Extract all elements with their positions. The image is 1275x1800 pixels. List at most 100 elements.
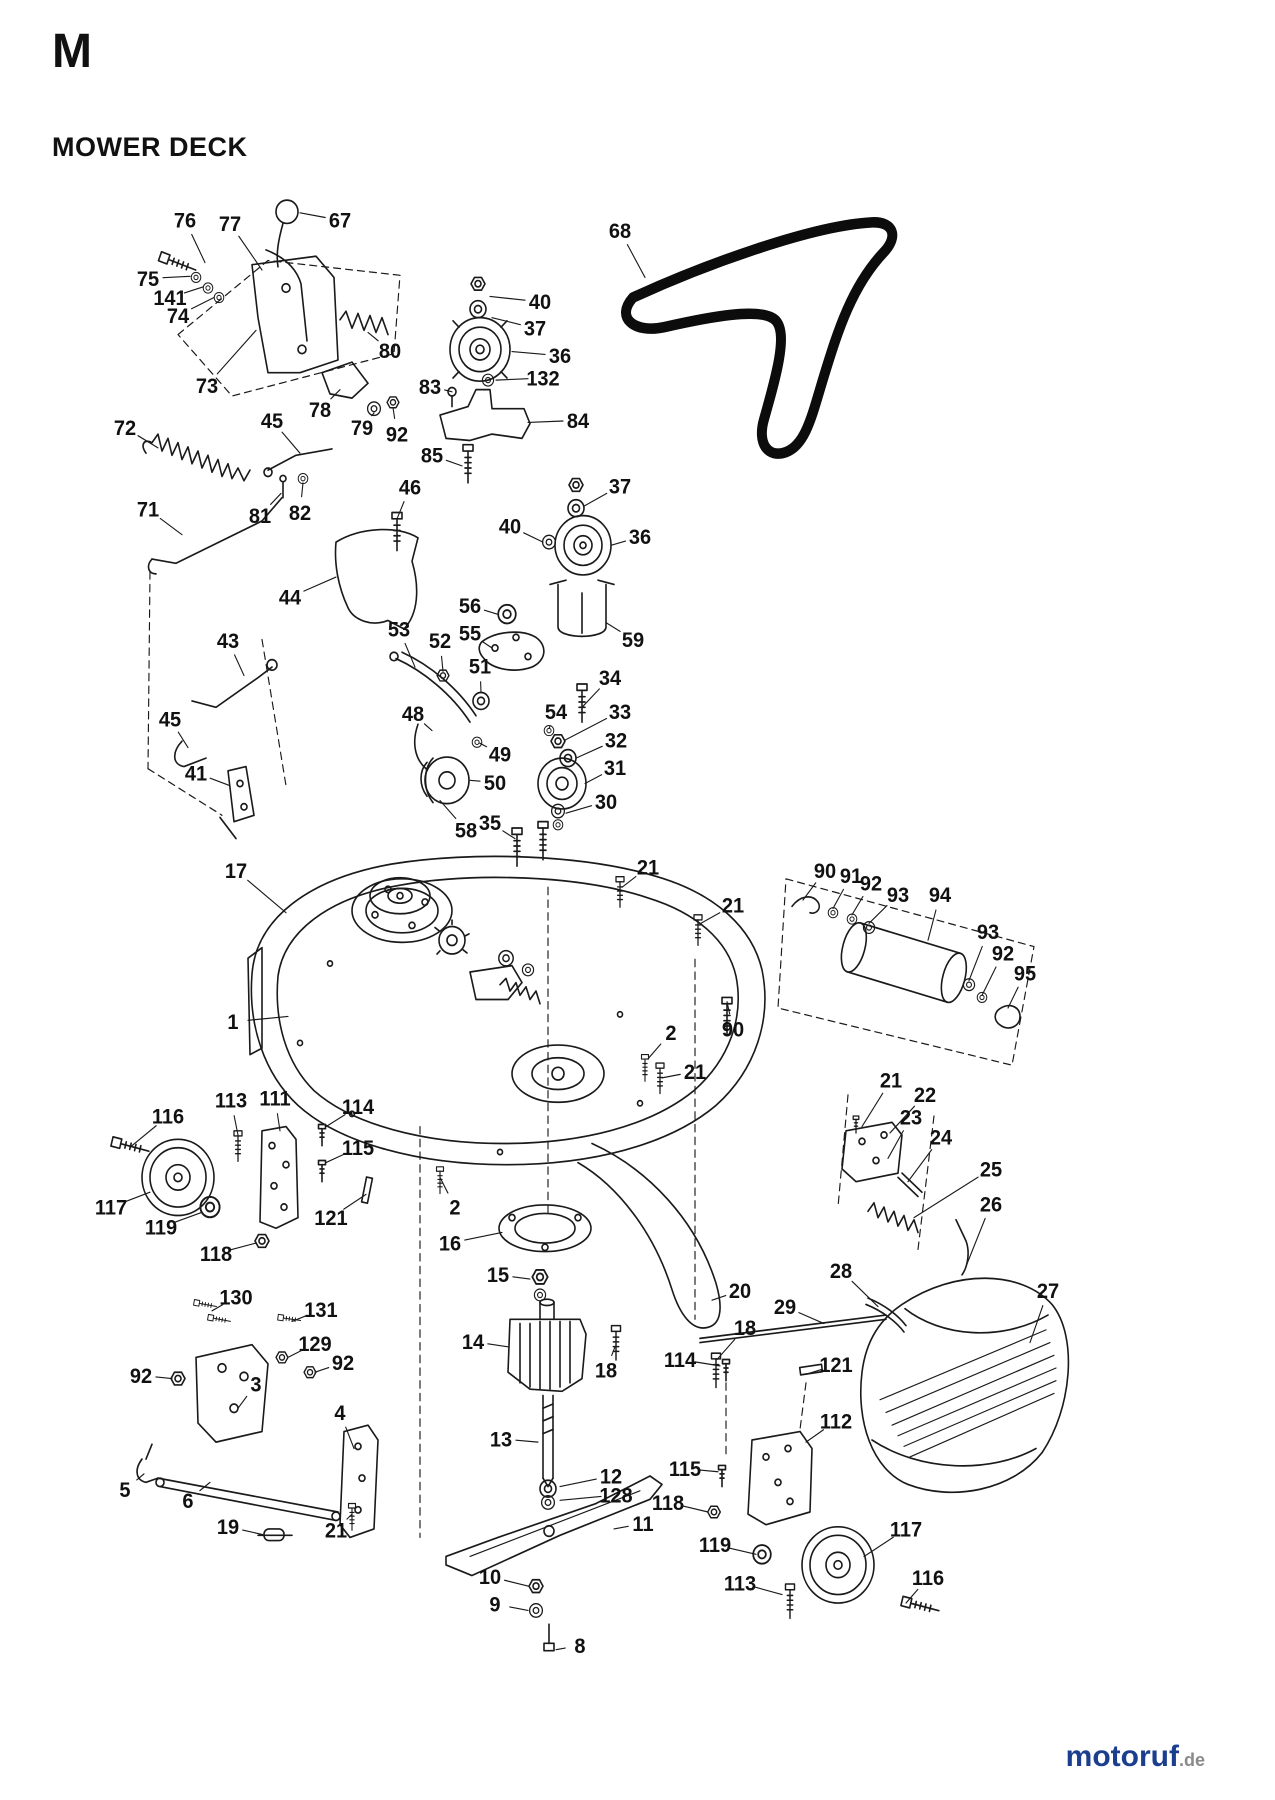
part-label-128: 128 <box>599 1484 632 1508</box>
leader-line-56 <box>483 609 498 615</box>
part-label-40: 40 <box>499 515 521 539</box>
discharge-deflector <box>860 1277 1070 1494</box>
leader-line-111 <box>276 1113 281 1132</box>
leader-line-31 <box>584 774 603 785</box>
watermark-brand: motoruf <box>1065 1740 1179 1773</box>
part-label-93: 93 <box>977 921 999 945</box>
part-label-17: 17 <box>225 859 247 883</box>
watermark: motoruf.de <box>1066 1740 1205 1774</box>
leader-line-130 <box>211 1304 224 1312</box>
leader-line-93 <box>868 904 888 924</box>
part-label-26: 26 <box>980 1193 1002 1217</box>
part-label-59: 59 <box>622 628 644 652</box>
idler-pulley-mid <box>541 477 615 638</box>
leader-line-121 <box>805 1368 823 1375</box>
part-label-9: 9 <box>489 1593 500 1617</box>
leader-line-22 <box>889 1105 916 1134</box>
leader-line-118 <box>682 1505 709 1513</box>
leader-line-117 <box>124 1191 151 1203</box>
part-label-21: 21 <box>637 856 659 880</box>
part-label-130: 130 <box>219 1286 252 1310</box>
part-label-8: 8 <box>574 1634 585 1658</box>
leader-line-118 <box>230 1242 257 1251</box>
clutch-lever-assembly <box>157 199 401 417</box>
leader-line-73 <box>216 329 257 375</box>
leader-line-44 <box>303 576 337 592</box>
leader-line-93 <box>968 945 983 982</box>
part-label-18: 18 <box>595 1359 617 1383</box>
part-label-84: 84 <box>567 409 590 433</box>
part-label-58: 58 <box>455 819 477 843</box>
leader-line-58 <box>439 799 457 820</box>
leader-line-85 <box>445 459 463 467</box>
part-label-2: 2 <box>665 1021 676 1045</box>
leader-line-14 <box>487 1343 509 1348</box>
leader-line-116 <box>905 1588 919 1604</box>
leader-line-36 <box>610 540 627 546</box>
part-label-75: 75 <box>137 267 159 291</box>
section-letter: M <box>52 25 92 78</box>
part-label-53: 53 <box>388 618 410 642</box>
leader-line-21 <box>621 875 637 888</box>
part-label-49: 49 <box>489 743 511 767</box>
part-label-116: 116 <box>912 1567 944 1591</box>
part-label-79: 79 <box>351 417 373 441</box>
baffle-44 <box>334 511 419 630</box>
part-label-121: 121 <box>819 1354 852 1378</box>
part-label-48: 48 <box>402 703 424 727</box>
part-label-10: 10 <box>479 1565 501 1589</box>
leader-line-21 <box>861 1092 884 1128</box>
part-label-50: 50 <box>484 771 506 795</box>
leader-line-79 <box>371 412 375 417</box>
part-label-119: 119 <box>145 1216 177 1240</box>
leader-line-24 <box>907 1149 933 1183</box>
idler-pulley-top <box>439 276 531 484</box>
part-label-67: 67 <box>329 209 351 233</box>
leader-line-92 <box>981 966 997 996</box>
part-label-73: 73 <box>196 374 218 398</box>
part-label-12: 12 <box>600 1465 622 1489</box>
leader-line-113 <box>233 1115 239 1136</box>
part-label-36: 36 <box>629 526 651 550</box>
leader-line-48 <box>423 723 433 732</box>
part-label-45: 45 <box>261 409 283 433</box>
leader-line-3 <box>237 1395 248 1409</box>
leader-line-8 <box>555 1647 566 1651</box>
leader-line-92 <box>314 1366 330 1373</box>
leader-line-10 <box>504 1579 529 1587</box>
leader-line-29 <box>798 1312 825 1325</box>
belt-68 <box>621 217 898 459</box>
hanger-bracket-left <box>136 1299 379 1542</box>
leader-line-1 <box>247 1015 289 1021</box>
roller-assembly <box>777 878 1035 1066</box>
part-label-29: 29 <box>774 1295 796 1319</box>
part-label-92: 92 <box>860 872 882 896</box>
part-label-27: 27 <box>1037 1280 1059 1304</box>
leader-line-52 <box>440 655 444 672</box>
leader-line-114 <box>694 1361 721 1367</box>
leader-line-117 <box>863 1536 894 1558</box>
leader-line-92 <box>392 407 396 420</box>
leader-line-113 <box>753 1586 783 1596</box>
part-label-81: 81 <box>249 505 271 529</box>
part-label-115: 115 <box>669 1457 701 1481</box>
leader-line-91 <box>832 888 845 910</box>
leader-line-72 <box>137 435 159 449</box>
part-label-3: 3 <box>250 1373 261 1397</box>
part-label-28: 28 <box>830 1259 852 1283</box>
deck-shell <box>247 855 766 1329</box>
leader-line-21 <box>700 912 721 924</box>
part-label-94: 94 <box>929 884 952 908</box>
part-label-36: 36 <box>549 345 571 369</box>
part-label-118: 118 <box>200 1243 232 1267</box>
part-label-117: 117 <box>95 1196 127 1220</box>
leader-line-21 <box>346 1513 353 1520</box>
leader-line-40 <box>523 532 544 543</box>
leader-line-55 <box>482 641 493 649</box>
part-label-54: 54 <box>545 700 568 724</box>
leader-line-50 <box>469 779 481 782</box>
part-label-85: 85 <box>421 444 443 468</box>
part-label-40: 40 <box>529 291 551 315</box>
